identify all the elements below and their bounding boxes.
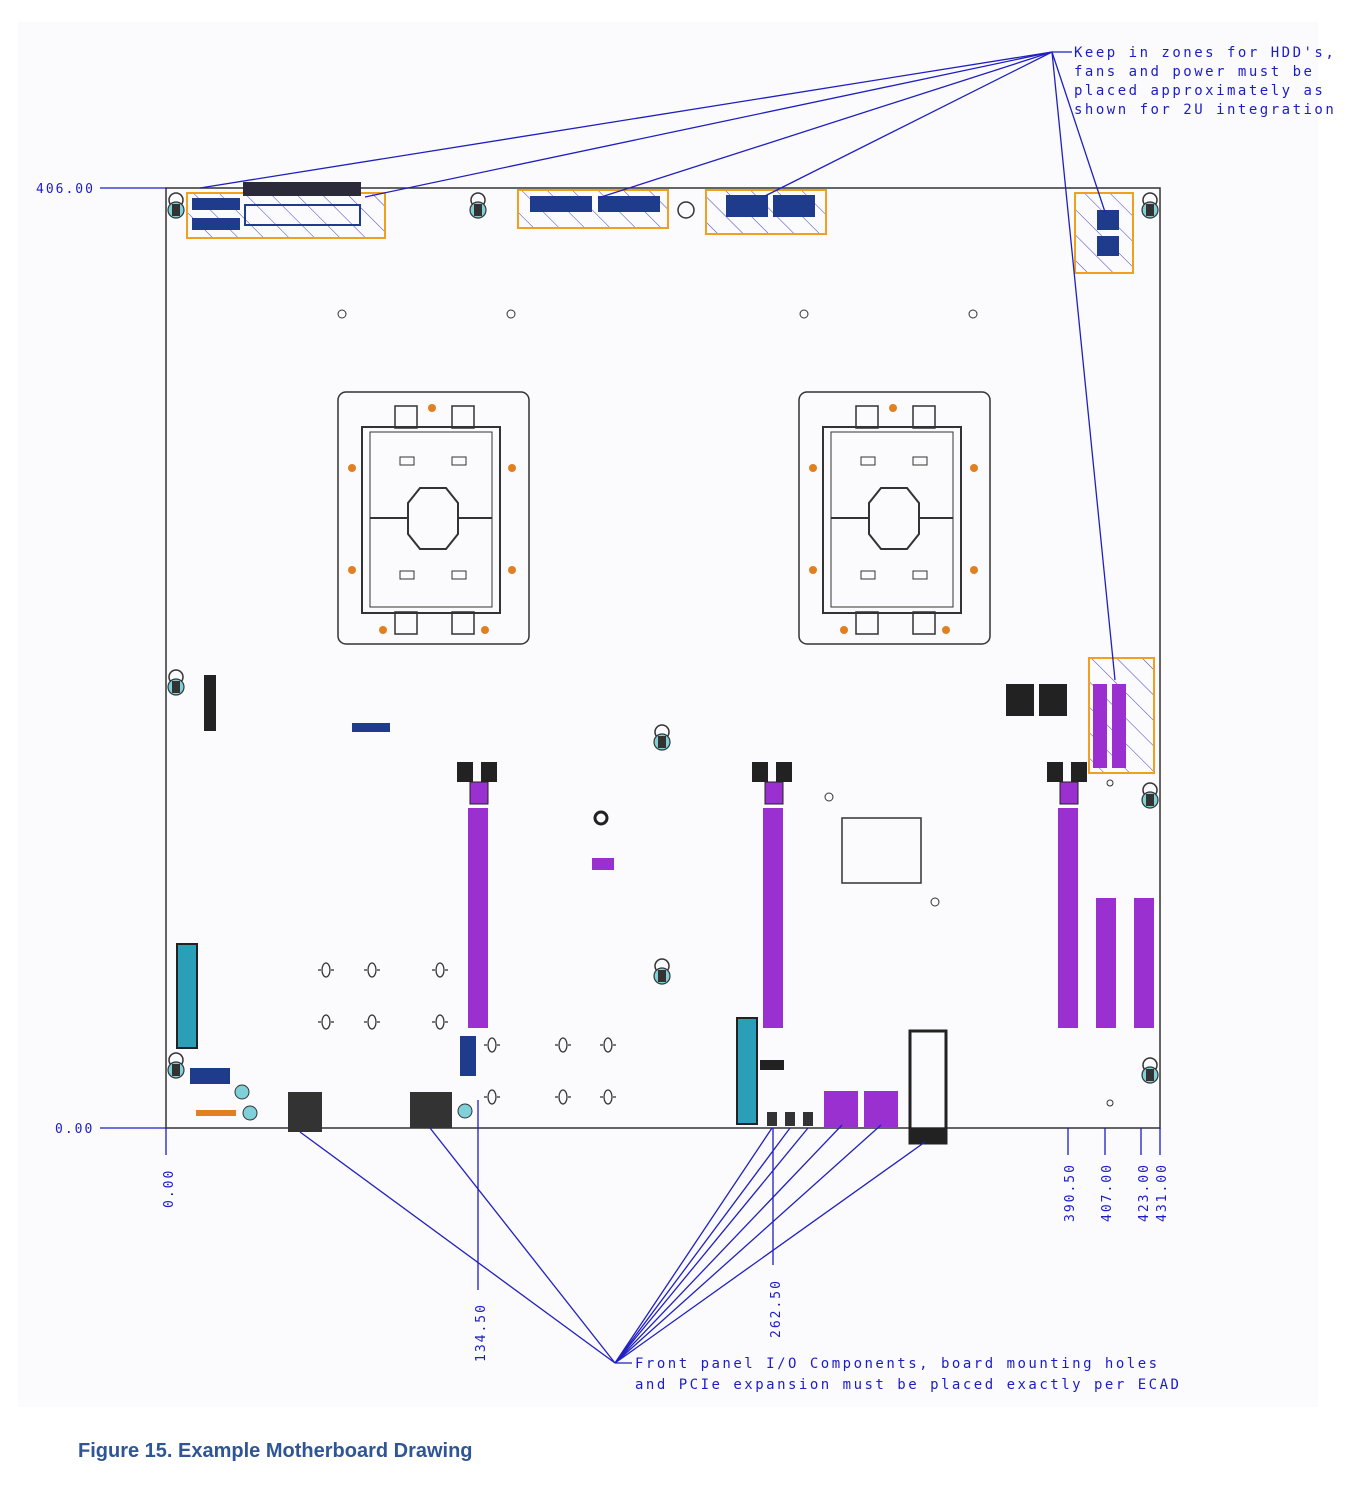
- dim-x-407: 407.00: [1100, 1163, 1115, 1222]
- note-keep-in-zones: Keep in zones for HDD's, fans and power …: [1074, 45, 1336, 118]
- note-top-line: fans and power must be: [1074, 64, 1314, 80]
- note-top-line: placed approximately as: [1074, 83, 1325, 99]
- dim-y-406: 406.00: [36, 182, 95, 197]
- dimension-lines: [100, 187, 1161, 1290]
- note-top-line: shown for 2U integration: [1074, 102, 1336, 118]
- dim-x-390: 390.50: [1063, 1163, 1078, 1222]
- board-components: [176, 675, 1067, 1145]
- dim-y-0: 0.00: [55, 1122, 94, 1137]
- leader-lines-bottom: [299, 1124, 926, 1364]
- mounting-holes: [167, 192, 1159, 1107]
- dim-x-134: 134.50: [474, 1303, 489, 1362]
- pcie-slot-1: [457, 762, 497, 1028]
- note-top-line: Keep in zones for HDD's,: [1074, 45, 1336, 61]
- figure-caption: Figure 15. Example Motherboard Drawing: [78, 1440, 473, 1462]
- riser-slots: [1096, 898, 1154, 1028]
- pcie-slot-2: [752, 762, 792, 1028]
- dim-x-423: 423.00: [1137, 1163, 1152, 1222]
- pcie-slot-3: [1047, 762, 1087, 1028]
- note-front-panel: Front panel I/O Components, board mounti…: [635, 1356, 1181, 1393]
- dim-x-0: 0.00: [162, 1169, 177, 1208]
- dim-x-262: 262.50: [769, 1279, 784, 1338]
- note-bottom-line: Front panel I/O Components, board mounti…: [635, 1356, 1160, 1372]
- note-bottom-line: and PCIe expansion must be placed exactl…: [635, 1377, 1181, 1393]
- top-connectors: [192, 182, 1126, 768]
- leader-lines-top: [199, 51, 1116, 681]
- cpu-socket-2: [798, 391, 991, 645]
- board-outline: [165, 187, 1161, 1129]
- dim-x-431: 431.00: [1155, 1163, 1170, 1222]
- cpu-socket-1: [337, 391, 530, 645]
